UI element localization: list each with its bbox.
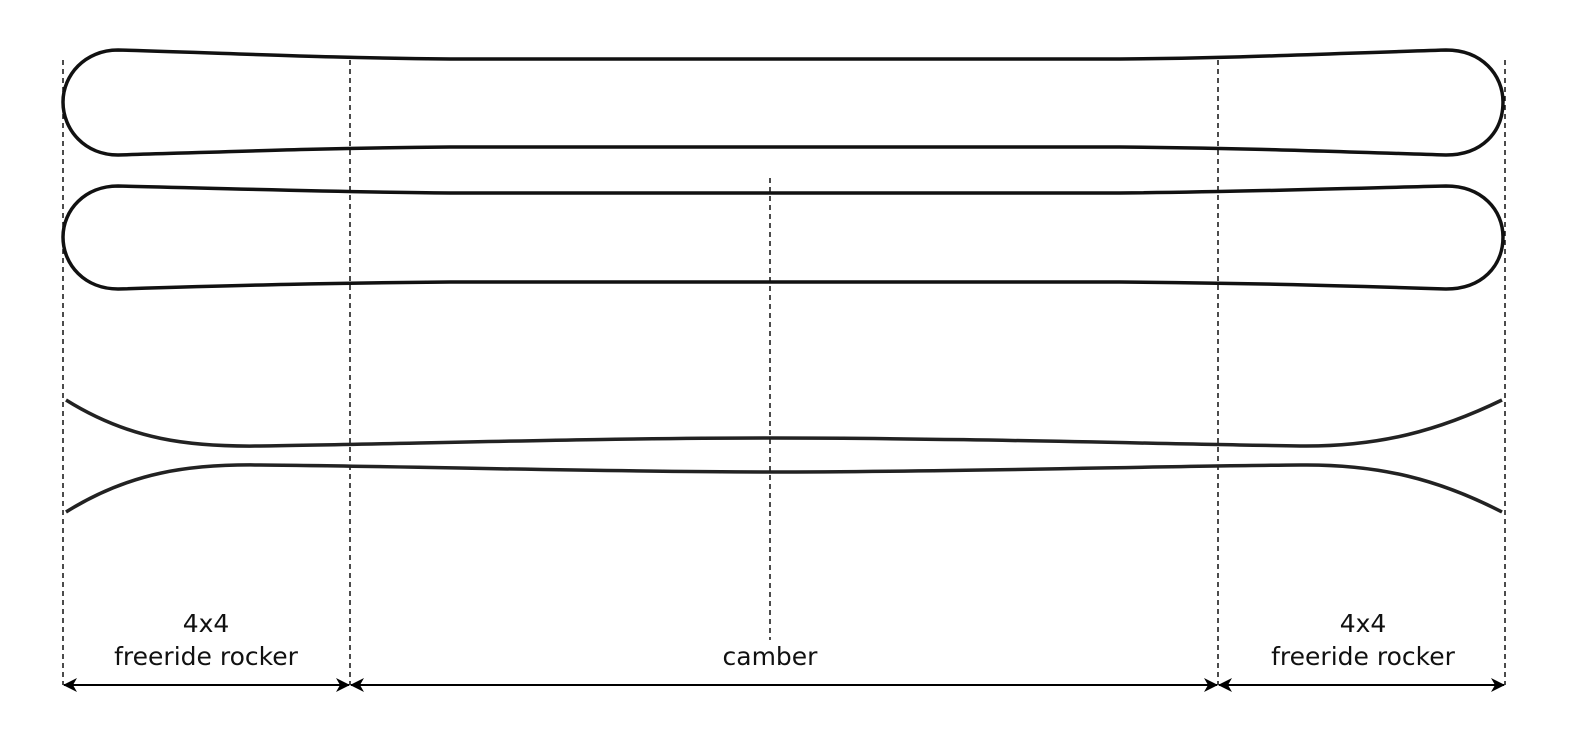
right-zone-label-line2: freeride rocker bbox=[1271, 642, 1455, 671]
left-zone-label-line2: freeride rocker bbox=[114, 642, 298, 671]
ski-profile-lower-edge bbox=[65, 463, 1503, 514]
right-zone-label-line1: 4x4 bbox=[1340, 609, 1387, 638]
center-zone-label: camber bbox=[723, 642, 819, 671]
ski-profile-upper-edge bbox=[65, 398, 1503, 448]
ski-top-view-1 bbox=[61, 48, 1505, 157]
left-zone-label-line1: 4x4 bbox=[183, 609, 230, 638]
ski-top-view-2 bbox=[61, 184, 1505, 291]
